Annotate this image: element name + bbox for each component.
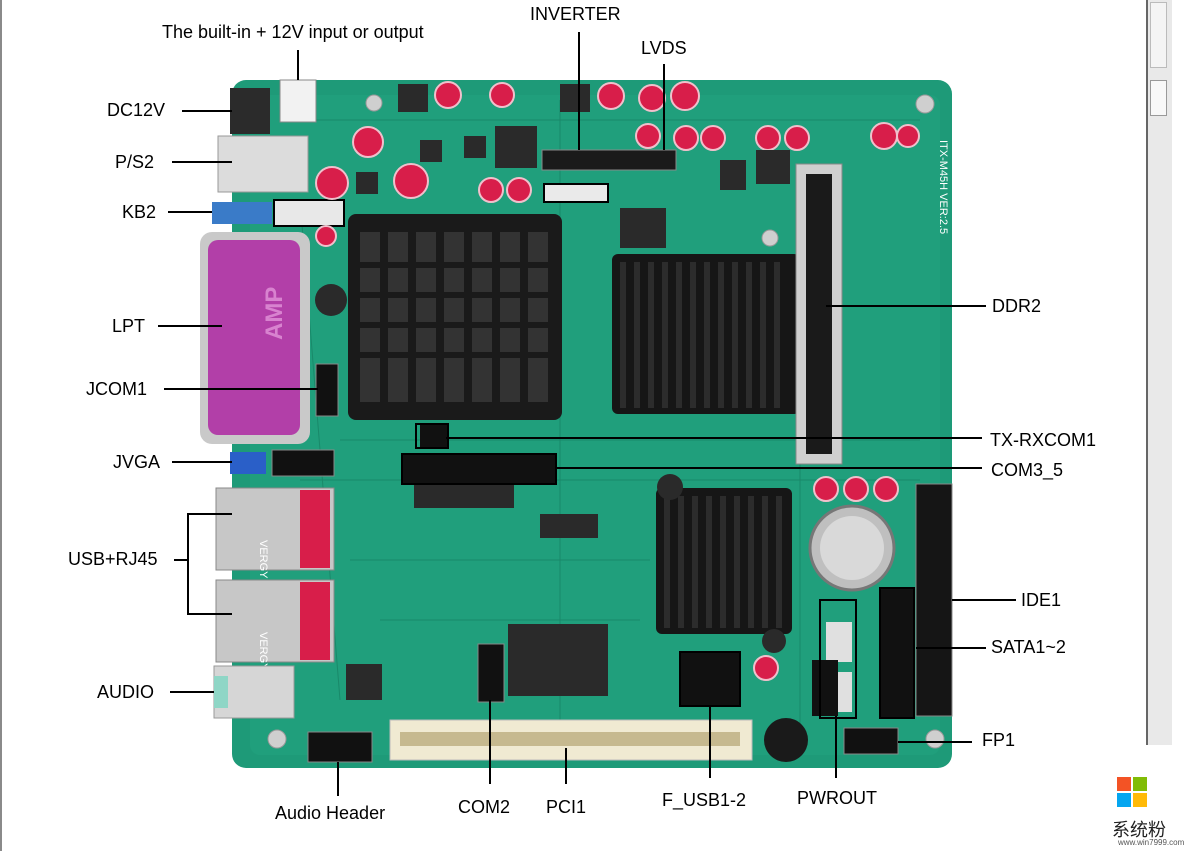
vertical-scrollbar[interactable] [1146, 0, 1172, 745]
board-model-text: ITX-M45H VER:2.5 [937, 140, 949, 234]
label-f-usb: F_USB1-2 [662, 790, 747, 810]
sata-connectors [879, 587, 915, 719]
power-12v-connector [279, 79, 317, 123]
label-ps2: P/S2 [115, 152, 155, 172]
label-jvga: JVGA [113, 452, 161, 472]
label-lpt: LPT [112, 316, 146, 336]
label-kb2: KB2 [122, 202, 157, 222]
buzzer [764, 718, 808, 762]
windows-logo-icon [1117, 777, 1147, 807]
label-audio: AUDIO [97, 682, 155, 702]
label-inverter: INVERTER [530, 4, 621, 24]
label-pwrout: PWROUT [797, 788, 877, 808]
label-builtin-12v: The built-in + 12V input or output [162, 22, 424, 42]
label-fp1: FP1 [982, 730, 1016, 750]
window-left-border [0, 0, 2, 851]
label-ddr2: DDR2 [992, 296, 1042, 316]
motherboard-image: AMP ITX-M45H VER:2.5 [158, 32, 1147, 807]
label-tx-rxcom1: TX-RXCOM1 [990, 430, 1097, 450]
ide-connector [915, 483, 953, 717]
label-lvds: LVDS [641, 38, 687, 58]
dc-jack [230, 88, 270, 134]
usb-top-brand: VERGY [257, 540, 269, 579]
watermark-text: 系统粉 [1112, 820, 1166, 840]
label-ide1: IDE1 [1021, 590, 1062, 610]
label-com2: COM2 [458, 797, 511, 817]
label-com3-5: COM3_5 [991, 460, 1064, 480]
ps2-port [217, 135, 309, 193]
usb-bottom-brand: VERGY [257, 632, 269, 671]
label-dc12v: DC12V [107, 100, 166, 120]
label-audio-header: Audio Header [275, 803, 386, 823]
label-sata: SATA1~2 [991, 637, 1066, 657]
label-jcom1: JCOM1 [86, 379, 148, 399]
lpt-brand-text: AMP [261, 287, 288, 340]
scroll-up-button[interactable] [1150, 2, 1167, 68]
scroll-thumb[interactable] [1150, 80, 1167, 116]
label-usb-rj45: USB+RJ45 [68, 549, 158, 569]
watermark-url: www.win7999.com [1118, 838, 1184, 847]
label-pci1: PCI1 [546, 797, 587, 817]
